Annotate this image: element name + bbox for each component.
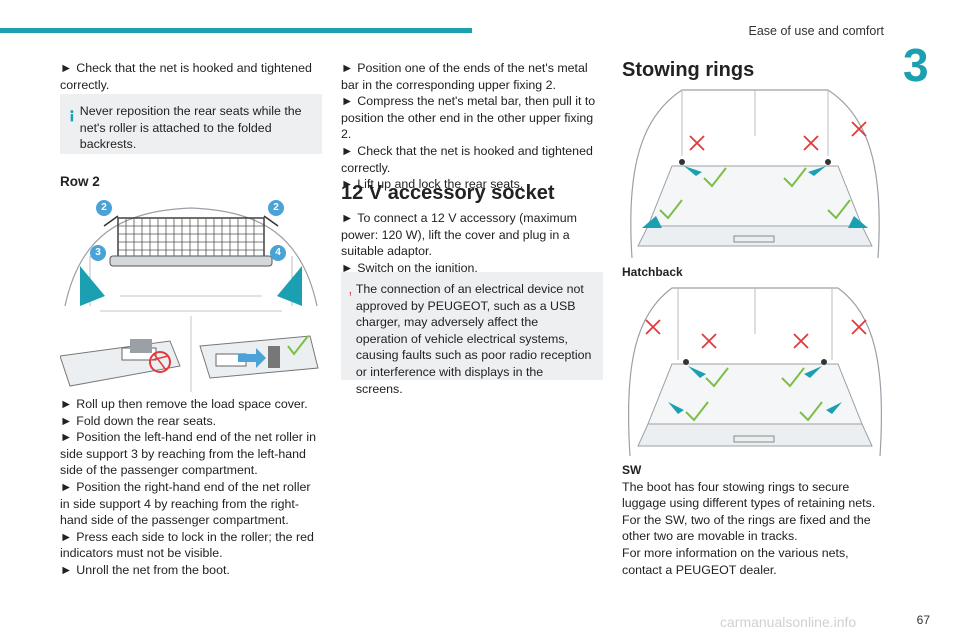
sw-boot-illustration <box>627 287 883 456</box>
caption-hatchback: Hatchback <box>622 265 683 279</box>
warning-icon <box>349 291 351 297</box>
caption-sw: SW <box>622 463 642 477</box>
step-2: Fold down the rear seats. <box>76 413 217 428</box>
intro-step: ►Check that the net is hooked and tighte… <box>60 61 312 92</box>
header-accent-bar <box>0 28 472 33</box>
step-1: Roll up then remove the load space cover… <box>76 397 308 411</box>
step-5: Press each side to lock in the roller; t… <box>60 529 314 561</box>
warning-note: The connection of an electrical device n… <box>341 272 603 396</box>
step-4: Position the right-hand end of the net r… <box>60 479 311 528</box>
hatchback-boot-illustration <box>630 89 880 258</box>
arrow-icon: ► <box>60 61 73 75</box>
net-steps: ►Position one of the ends of the net's m… <box>341 61 596 192</box>
socket-step-1: To connect a 12 V accessory (maximum pow… <box>341 211 577 259</box>
callout-2-left: 2 <box>101 202 107 213</box>
info-note: Never reposition the rear seats while th… <box>60 94 322 154</box>
socket-steps: ►To connect a 12 V accessory (maximum po… <box>341 211 577 275</box>
info-note-text: Never reposition the rear seats while th… <box>79 104 302 152</box>
chapter-number: 3 <box>903 39 929 91</box>
net-step-2: Compress the net's metal bar, then pull … <box>341 94 596 142</box>
stowing-text: SW The boot has four stowing rings to se… <box>622 462 888 578</box>
callout-4: 4 <box>275 247 281 258</box>
socket-step-2: Switch on the ignition. <box>357 260 478 275</box>
warning-note-text: The connection of an electrical device n… <box>355 282 592 396</box>
step-3: Position the left-hand end of the net ro… <box>60 430 316 478</box>
callout-3: 3 <box>95 247 101 258</box>
step-6: Unroll the net from the boot. <box>76 562 230 577</box>
stowing-text-3: For more information on the various nets… <box>622 545 849 577</box>
callout-2-right: 2 <box>273 202 279 213</box>
stowing-text-2: For the SW, two of the rings are fixed a… <box>622 512 871 544</box>
net-step-1: Position one of the ends of the net's me… <box>341 61 588 92</box>
row-heading: Row 2 <box>60 174 100 189</box>
info-icon <box>70 110 74 122</box>
watermark: carmanualsonline.info <box>720 614 857 630</box>
net-step-3: Check that the net is hooked and tighten… <box>341 143 593 175</box>
row2-steps: ►Roll up then remove the load space cove… <box>60 397 316 577</box>
section-title: Ease of use and comfort <box>748 24 885 38</box>
row2-net-illustration <box>60 196 322 392</box>
stowing-heading: Stowing rings <box>622 59 755 81</box>
socket-heading: 12 V accessory socket <box>341 182 555 204</box>
page-number: 67 <box>916 613 930 627</box>
stowing-text-1: The boot has four stowing rings to secur… <box>622 479 876 511</box>
net-step-4: Lift up and lock the rear seats. <box>357 177 524 192</box>
